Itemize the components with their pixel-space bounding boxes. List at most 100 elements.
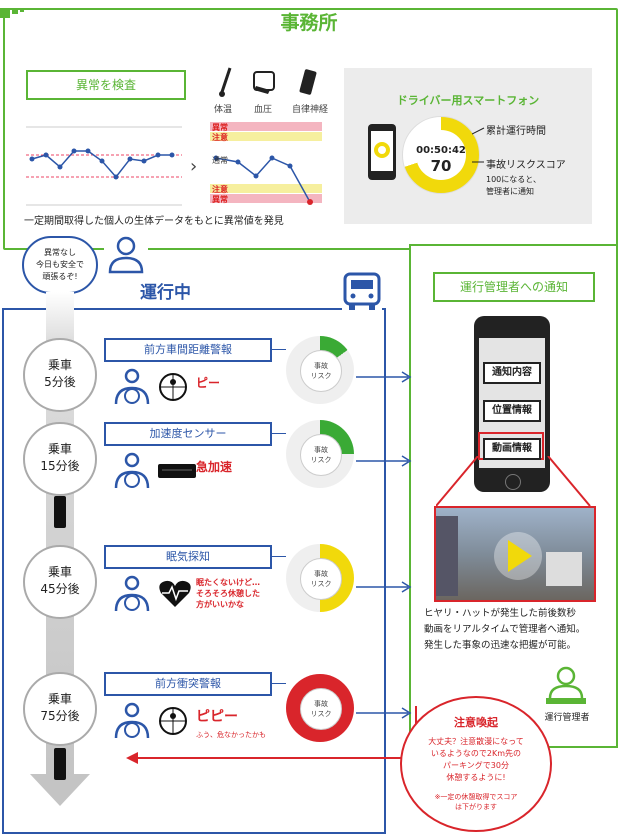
note-line2: 管理者に通知: [486, 187, 534, 196]
collision-sensor-icon: [158, 372, 192, 402]
risk-gauge-label: 事故 リスク: [300, 350, 342, 392]
event-connector: [270, 556, 286, 557]
strip-caution-bottom: 注意: [212, 185, 228, 194]
strip-caution-top: 注意: [212, 133, 228, 142]
event-connector: [270, 349, 286, 350]
strip-abnormal-top: 異常: [212, 123, 228, 132]
alert-note2: は下がります: [455, 803, 497, 811]
location-info-button[interactable]: 位置情報: [483, 400, 541, 422]
notify-arrow: [356, 452, 412, 467]
office-title: 事務所: [280, 12, 338, 34]
event-connector: [270, 433, 286, 434]
risk-gauge: 事故 リスク: [286, 420, 354, 488]
play-icon[interactable]: [488, 530, 548, 582]
strip-normal: 通常: [212, 156, 228, 165]
notice-title: 運行管理者への通知: [433, 272, 595, 302]
ride-label: 乗車: [47, 358, 72, 372]
office-caption: 一定期間取得した個人の生体データをもとに異常値を発見: [24, 216, 284, 227]
manager-icon: [538, 664, 594, 706]
phone-sensor-icon: [299, 69, 317, 95]
risk-label-text: 事故 リスク: [310, 700, 332, 718]
risk-label-text: 事故 リスク: [310, 362, 332, 380]
event-label: 眠気探知: [104, 545, 272, 569]
timeline-arrow: [30, 774, 90, 806]
manager-description: ヒヤリ・ハットが発生した前後数秒 動画をリアルタイムで管理者へ通知。 発生した事…: [424, 606, 585, 654]
sensor-label-bp: 血圧: [253, 105, 272, 115]
desc-line3: 発生した事象の迅速な把握が可能。: [424, 640, 577, 651]
driving-title: 運行中: [140, 283, 191, 303]
ride-elapsed: 75分後: [40, 709, 80, 723]
ride-label: 乗車: [47, 692, 72, 706]
notify-arrow: [356, 578, 412, 593]
driver-bubble: 異常なし 今日も安全で 頑張るぞ!: [22, 236, 98, 294]
risk-gauge: 事故 リスク: [286, 336, 354, 404]
smartphone-icon: [368, 124, 396, 180]
manager-phone: 通知内容 位置情報 動画情報: [474, 316, 550, 492]
risk-gauge: 事故 リスク: [286, 674, 354, 742]
phone-panel-title: ドライバー用スマートフォン: [396, 94, 540, 107]
event-connector: [270, 683, 286, 684]
ride-label: 乗車: [47, 565, 72, 579]
bubble-line2: 今日も安全で: [36, 260, 84, 269]
bubble-line1: 異常なし: [44, 248, 76, 257]
check-label: 異常を検査: [26, 70, 186, 100]
notify-content-button[interactable]: 通知内容: [483, 362, 541, 384]
alert-title: 注意喚起: [454, 716, 498, 729]
manager-role: 運行管理者: [544, 713, 590, 723]
alert-sound-text: 急加速: [196, 460, 233, 474]
chevron-right-icon: ›: [190, 156, 198, 177]
truck-icon: [342, 272, 382, 312]
alert-bubble: 注意喚起 大丈夫？注意散漫になって いるようなので2Km先の パーキングで30分…: [400, 696, 552, 832]
office-corner-deco: [0, 0, 40, 40]
sensor-glyphs: [219, 67, 317, 97]
driver-wheel-icon: [110, 366, 152, 406]
driver-wheel-icon: [110, 573, 152, 613]
ride-elapsed: 15分後: [40, 459, 80, 473]
biodata-chart-normal: [26, 125, 182, 207]
ride-time-circle: 乗車 75分後: [23, 672, 97, 746]
biodata-chart-abnormal: 異常 注意 通常 注意 異常: [210, 122, 322, 210]
heart-rate-icon: [158, 579, 192, 609]
ride-label: 乗車: [47, 442, 72, 456]
thermometer-icon: [219, 67, 232, 97]
elapsed-time: 00:50:42: [416, 145, 466, 156]
gauge-leader-lines: [472, 127, 485, 163]
alert-sound-text: 眠たくないけど… そろそろ休憩した 方がいいかな: [196, 578, 260, 609]
sensor-icons: 体温 血圧 自律神経: [204, 66, 334, 116]
risk-gauge: 事故 リスク: [286, 544, 354, 612]
driver-icon: [104, 232, 148, 276]
strip-abnormal-bottom: 異常: [212, 195, 228, 204]
sensor-label-temp: 体温: [213, 105, 232, 115]
alert-line2: いるようなので2Km先の: [430, 749, 522, 758]
collision-sensor-icon: [158, 706, 192, 736]
driver-wheel-icon: [110, 450, 152, 490]
notify-arrow: [356, 368, 412, 383]
event-label: 前方車間距離警報: [104, 338, 272, 362]
dashcam-video[interactable]: [434, 506, 596, 602]
risk-label-text: 事故 リスク: [310, 570, 332, 588]
event-label: 加速度センサー: [104, 422, 272, 446]
ride-time-circle: 乗車 15分後: [23, 422, 97, 496]
office-section: [3, 8, 618, 250]
truck-marker-1: [54, 496, 66, 528]
blood-pressure-icon: [253, 71, 275, 94]
alert-note1: ※一定の休憩取得でスコア: [434, 793, 518, 801]
alert-line3: パーキングで30分: [443, 761, 509, 770]
event-label: 前方衝突警報: [104, 672, 272, 696]
driver-phone-panel: ドライバー用スマートフォン 00:50:42 70 累計運行時間 事故リスクスコ…: [344, 68, 592, 224]
risk-score: 70: [430, 157, 452, 175]
risk-score-gauge: 00:50:42 70: [402, 116, 480, 194]
home-button[interactable]: [505, 474, 521, 490]
ride-elapsed: 5分後: [44, 375, 76, 389]
alert-line1: 大丈夫？注意散漫になって: [428, 737, 524, 746]
ride-time-circle: 乗車 5分後: [23, 338, 97, 412]
alert-sound-text: ピピー: [196, 709, 238, 725]
notify-arrow: [356, 704, 412, 719]
video-info-button[interactable]: 動画情報: [483, 438, 541, 460]
driver-wheel-icon: [110, 700, 152, 740]
bubble-line3: 頑張るぞ!: [42, 272, 78, 281]
label-risk-score: 事故リスクスコア: [486, 160, 566, 171]
risk-gauge-label: 事故 リスク: [300, 688, 342, 730]
